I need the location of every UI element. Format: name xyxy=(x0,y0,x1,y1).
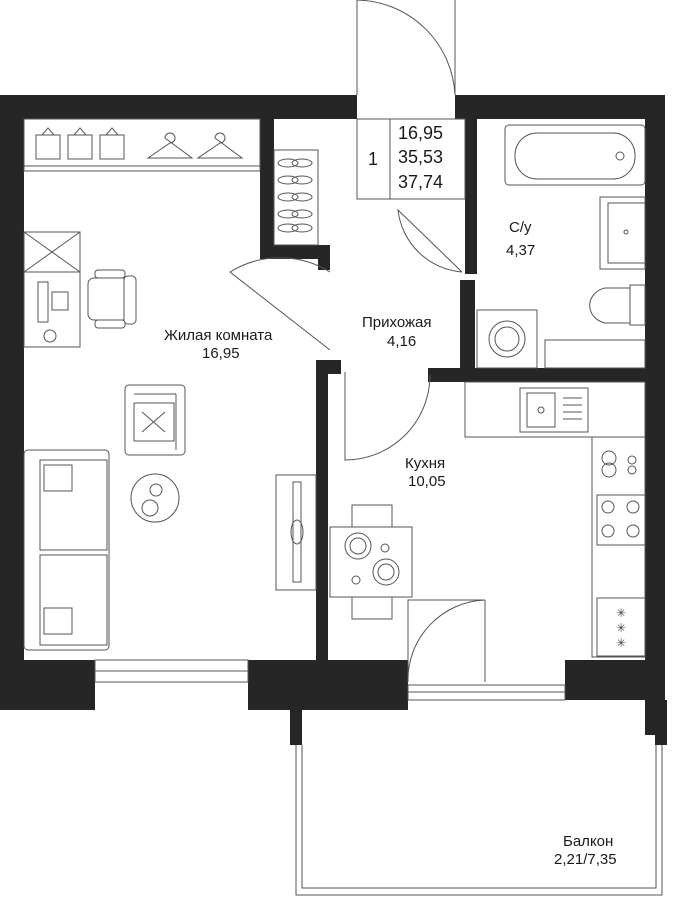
shoe-rack xyxy=(273,149,319,246)
kitchen-area: 10,05 xyxy=(408,473,446,490)
stove-icon xyxy=(596,494,646,546)
monitor-icon xyxy=(37,281,49,323)
living-room-area: 16,95 xyxy=(202,345,240,362)
washing-machine xyxy=(476,309,538,369)
living-area-value: 16,95 xyxy=(398,123,443,143)
shelf-bath xyxy=(544,339,646,369)
bathroom-area: 4,37 xyxy=(506,242,535,259)
wall-top-left xyxy=(0,95,357,119)
total-area-value: 35,53 xyxy=(398,147,443,167)
toilet xyxy=(589,284,646,326)
svg-text:✳: ✳ xyxy=(616,621,626,635)
wall-niche-left xyxy=(260,119,274,259)
bathroom-name: С/у xyxy=(509,219,532,236)
balcony-area: 2,21/7,35 xyxy=(554,851,617,868)
total-area-balcony-value: 37,74 xyxy=(398,172,443,192)
office-chair xyxy=(87,269,137,329)
living-room-name: Жилая комната xyxy=(164,327,273,344)
hall-area: 4,16 xyxy=(387,333,416,350)
shoe-icon xyxy=(277,158,313,233)
sink-icon xyxy=(526,392,556,428)
tv-unit xyxy=(275,474,317,591)
balcony xyxy=(295,745,663,896)
svg-text:✳: ✳ xyxy=(616,636,626,650)
area-summary: 1 16,95 35,53 37,74 xyxy=(356,118,466,200)
wall-bath-lower xyxy=(460,280,475,380)
hanger-icon xyxy=(146,132,244,159)
room-labels: Жилая комната 16,95 Прихожая 4,16 С/у 4,… xyxy=(164,219,617,868)
windows xyxy=(94,659,566,701)
wall-living-kitchen xyxy=(316,360,328,660)
wall-bath-kitchen xyxy=(428,368,665,382)
washbasin xyxy=(599,196,646,270)
wall-bottom-left xyxy=(0,660,95,710)
coffee-table xyxy=(130,473,180,523)
wall-bath-top xyxy=(465,119,477,274)
shirt-icon xyxy=(35,127,125,160)
dining-table xyxy=(329,504,413,620)
lamp-icon xyxy=(43,329,57,343)
pillow-icon xyxy=(43,464,73,492)
entrance-door xyxy=(356,0,456,96)
wall-bottom-right xyxy=(565,660,665,700)
wall-right xyxy=(645,95,665,735)
desk xyxy=(23,231,137,348)
bathtub xyxy=(504,124,646,186)
kettle-icon xyxy=(601,450,637,478)
fridge-icon: ✳ ✳ ✳ xyxy=(596,597,646,657)
kitchen-name: Кухня xyxy=(405,455,445,472)
walls xyxy=(0,95,667,745)
sofa xyxy=(23,449,110,651)
svg-text:✳: ✳ xyxy=(616,606,626,620)
wall-left xyxy=(0,95,24,710)
rooms-count: 1 xyxy=(368,149,378,169)
wardrobe xyxy=(23,118,261,172)
hall-name: Прихожая xyxy=(362,314,432,331)
balcony-name: Балкон xyxy=(563,833,613,850)
interior-doors xyxy=(229,208,486,683)
armchair xyxy=(124,384,186,456)
wall-top-right xyxy=(455,95,665,119)
